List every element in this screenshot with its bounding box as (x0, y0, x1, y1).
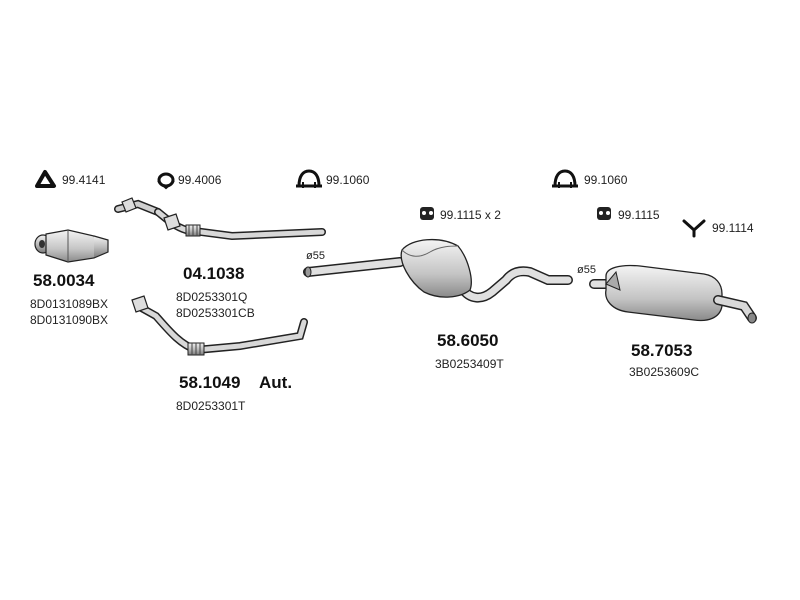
catalyst-part-code: 58.0034 (33, 271, 95, 290)
clamp-icon (552, 169, 578, 188)
hanger-part-number: 99.1115 (618, 208, 660, 222)
pipe-diameter: ø55 (306, 250, 325, 262)
front-pipe-auto-part-code: 58.1049 (179, 373, 241, 392)
rubber-hanger-icon (420, 207, 434, 220)
gasket-icon (35, 170, 56, 188)
clamp-icon (296, 169, 322, 188)
hanger-bracket-icon (682, 219, 706, 238)
middle-silencer (303, 238, 573, 303)
transmission-suffix: Aut. (259, 373, 293, 392)
front-pipe-part-code: 04.1038 (183, 264, 245, 283)
front-pipe-oem-number: 8D0253301CB (176, 306, 255, 320)
catalyst-oem-number: 8D0131090BX (30, 313, 109, 327)
middle-silencer-part-code: 58.6050 (437, 331, 499, 350)
hanger-part-number: 99.1114 (712, 221, 754, 235)
clamp-part-number: 99.1060 (584, 173, 628, 187)
ring-gasket-icon (157, 172, 175, 190)
rear-silencer-oem-number: 3B0253609C (629, 365, 700, 379)
rubber-hanger-icon (597, 207, 611, 220)
rear-silencer-part-code: 58.7053 (631, 341, 693, 360)
middle-silencer-oem-number: 3B0253409T (435, 357, 504, 371)
gasket-part-number: 99.4006 (178, 173, 222, 187)
catalytic-converter (34, 229, 109, 263)
front-pipe-oem-number: 8D0253301Q (176, 290, 248, 304)
catalyst-oem-number: 8D0131089BX (30, 297, 109, 311)
pipe-diameter: ø55 (577, 264, 596, 276)
front-pipe-automatic (131, 295, 308, 356)
front-pipe (114, 197, 326, 241)
rear-silencer (589, 264, 757, 324)
hanger-part-number: 99.1115 x 2 (440, 208, 501, 222)
clamp-part-number: 99.1060 (326, 173, 370, 187)
gasket-part-number: 99.4141 (62, 173, 106, 187)
front-pipe-auto-oem-number: 8D0253301T (176, 399, 246, 413)
